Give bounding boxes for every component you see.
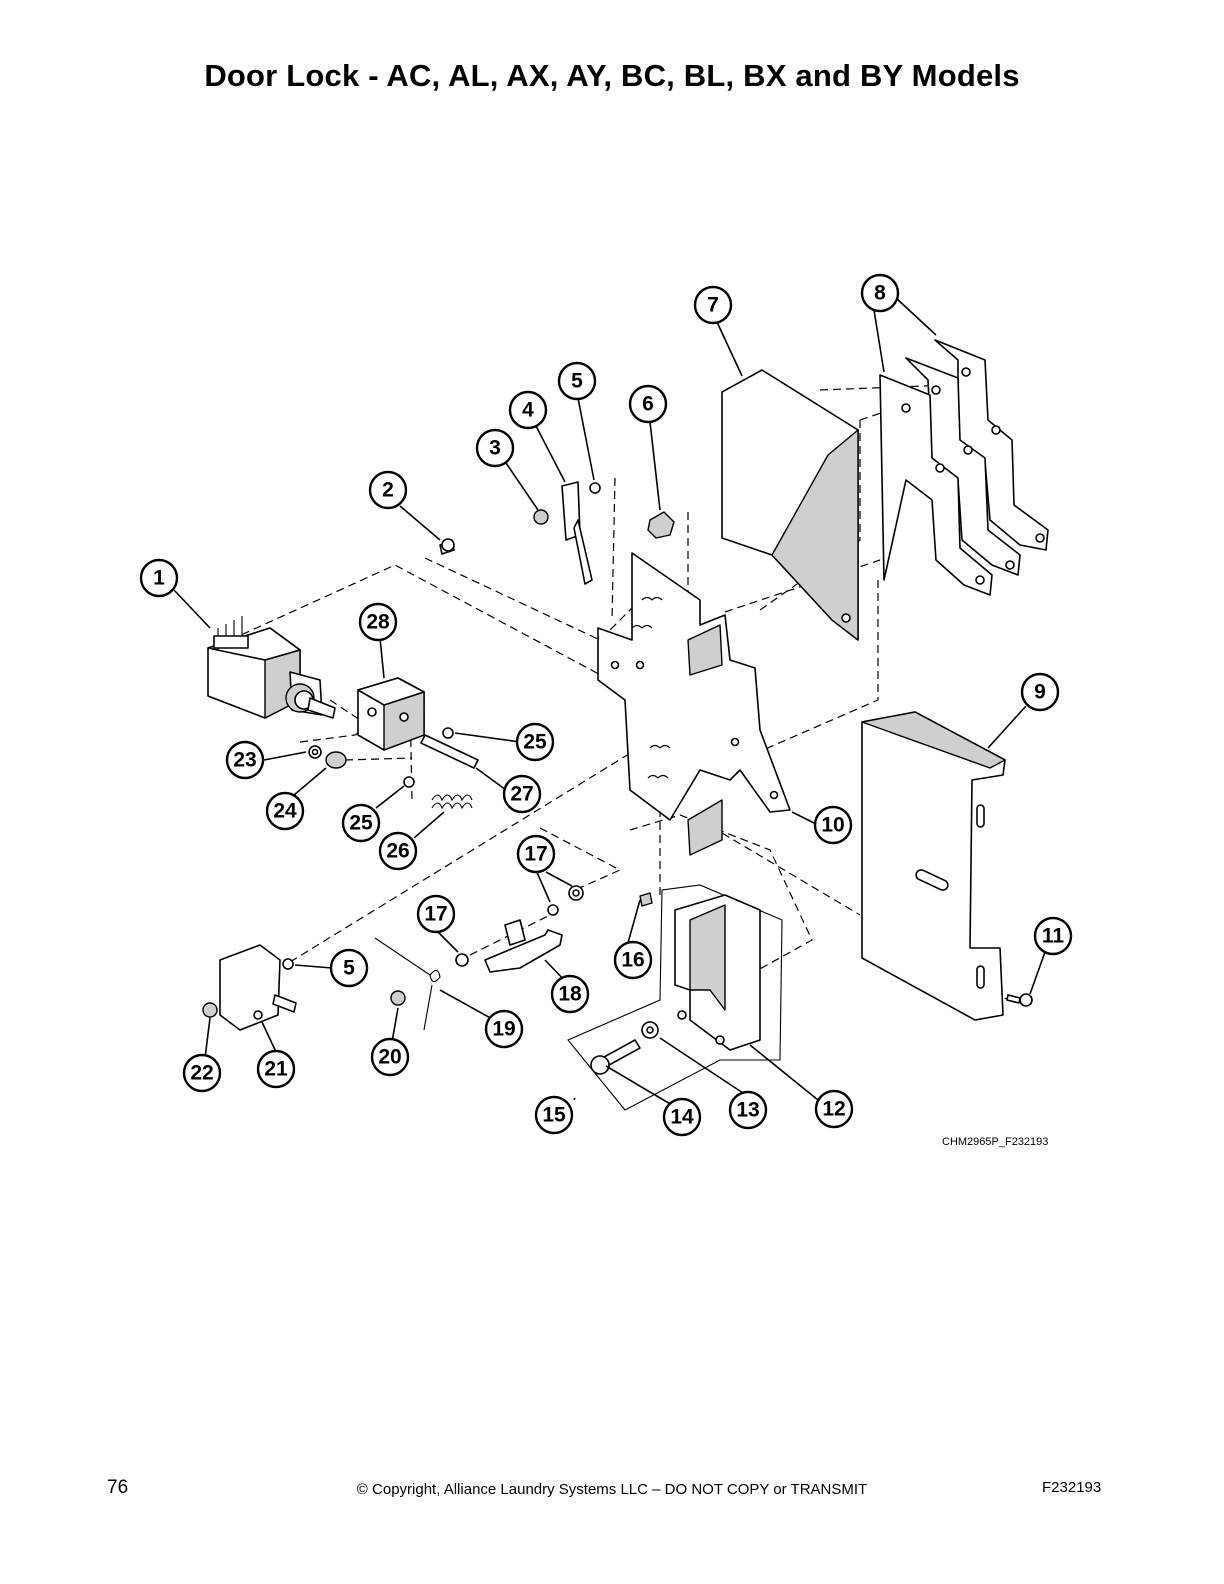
svg-text:16: 16 xyxy=(621,949,644,972)
callout-26: 26 xyxy=(378,831,418,871)
svg-text:12: 12 xyxy=(822,1098,845,1121)
callout-12: 12 xyxy=(814,1089,854,1129)
svg-text:26: 26 xyxy=(386,840,409,863)
svg-text:28: 28 xyxy=(366,611,390,634)
svg-text:17: 17 xyxy=(424,903,447,926)
callout-9: 9 xyxy=(1020,672,1060,712)
copyright-notice: © Copyright, Alliance Laundry Systems LL… xyxy=(356,1481,868,1498)
callout-24: 24 xyxy=(265,791,305,831)
fasteners-left xyxy=(308,538,479,810)
page-title: Door Lock - AC, AL, AX, AY, BC, BL, BX a… xyxy=(204,58,1020,93)
callout-21: 21 xyxy=(256,1049,296,1089)
solenoid-part-1 xyxy=(207,616,336,719)
svg-text:6: 6 xyxy=(642,393,654,416)
svg-text:2: 2 xyxy=(382,479,394,502)
svg-text:5: 5 xyxy=(571,370,583,393)
svg-text:1: 1 xyxy=(153,567,165,590)
svg-text:24: 24 xyxy=(273,800,297,823)
callout-27: 27 xyxy=(502,774,542,814)
housing-part-9 xyxy=(861,711,1033,1021)
callout-5-top: 5 xyxy=(557,361,597,401)
callout-3: 3 xyxy=(475,428,515,468)
callout-22: 22 xyxy=(182,1053,222,1093)
callout-10: 10 xyxy=(813,805,853,845)
svg-text:22: 22 xyxy=(190,1062,213,1085)
svg-text:17: 17 xyxy=(524,843,547,866)
callout-23: 23 xyxy=(225,740,265,780)
svg-text:13: 13 xyxy=(736,1099,759,1122)
callout-19: 19 xyxy=(484,1009,524,1049)
page-number: 76 xyxy=(107,1477,129,1498)
callout-4: 4 xyxy=(508,390,548,430)
callout-11: 11 xyxy=(1033,916,1073,956)
svg-text:19: 19 xyxy=(492,1018,515,1041)
cover-part-7 xyxy=(721,369,859,641)
plate-set-part-8 xyxy=(879,339,1049,596)
svg-text:5: 5 xyxy=(343,957,355,980)
callout-7: 7 xyxy=(693,285,733,325)
svg-text:3: 3 xyxy=(489,437,501,460)
lever-parts-3-4-5-6 xyxy=(533,481,675,585)
callout-20: 20 xyxy=(370,1037,410,1077)
latch-block-parts-12-15 xyxy=(567,884,783,1111)
svg-text:15: 15 xyxy=(542,1104,566,1127)
callout-14: 14 xyxy=(662,1097,702,1137)
callout-2: 2 xyxy=(368,470,408,510)
callout-bubbles: 1 2 3 4 5 6 7 8 9 10 11 12 13 14 15 16 1… xyxy=(139,273,1073,1137)
callout-leader-lines xyxy=(173,297,1046,1106)
svg-text:25: 25 xyxy=(523,731,547,754)
svg-text:21: 21 xyxy=(264,1058,288,1081)
svg-text:8: 8 xyxy=(874,282,886,305)
svg-text:25: 25 xyxy=(349,812,373,835)
svg-text:4: 4 xyxy=(522,399,534,422)
svg-text:20: 20 xyxy=(378,1046,401,1069)
callout-8: 8 xyxy=(860,273,900,313)
callout-17-lower: 17 xyxy=(416,894,456,934)
svg-text:14: 14 xyxy=(670,1106,694,1129)
form-number: F232193 xyxy=(1042,1479,1102,1496)
lower-left-parts-17-22 xyxy=(202,885,584,1031)
callout-5-lower: 5 xyxy=(329,948,369,988)
svg-text:10: 10 xyxy=(821,814,844,837)
main-bracket-part-10 xyxy=(597,552,791,856)
svg-text:9: 9 xyxy=(1034,681,1046,704)
svg-text:11: 11 xyxy=(1042,925,1065,948)
svg-text:23: 23 xyxy=(233,749,256,772)
callout-6: 6 xyxy=(628,384,668,424)
callout-16: 16 xyxy=(613,940,653,980)
drawing-code: CHM2965P_F232193 xyxy=(942,1136,1049,1148)
callout-25-left: 25 xyxy=(341,803,381,843)
callout-28: 28 xyxy=(358,602,398,642)
bracket-part-28 xyxy=(357,677,425,751)
svg-text:7: 7 xyxy=(707,294,719,317)
callout-25-right: 25 xyxy=(515,722,555,762)
svg-text:27: 27 xyxy=(510,783,533,806)
callout-17-upper: 17 xyxy=(516,834,556,874)
callout-15: 15 xyxy=(534,1095,574,1135)
svg-text:18: 18 xyxy=(558,983,582,1006)
callout-1: 1 xyxy=(139,558,179,598)
callout-13: 13 xyxy=(728,1090,768,1130)
callout-18: 18 xyxy=(550,974,590,1014)
